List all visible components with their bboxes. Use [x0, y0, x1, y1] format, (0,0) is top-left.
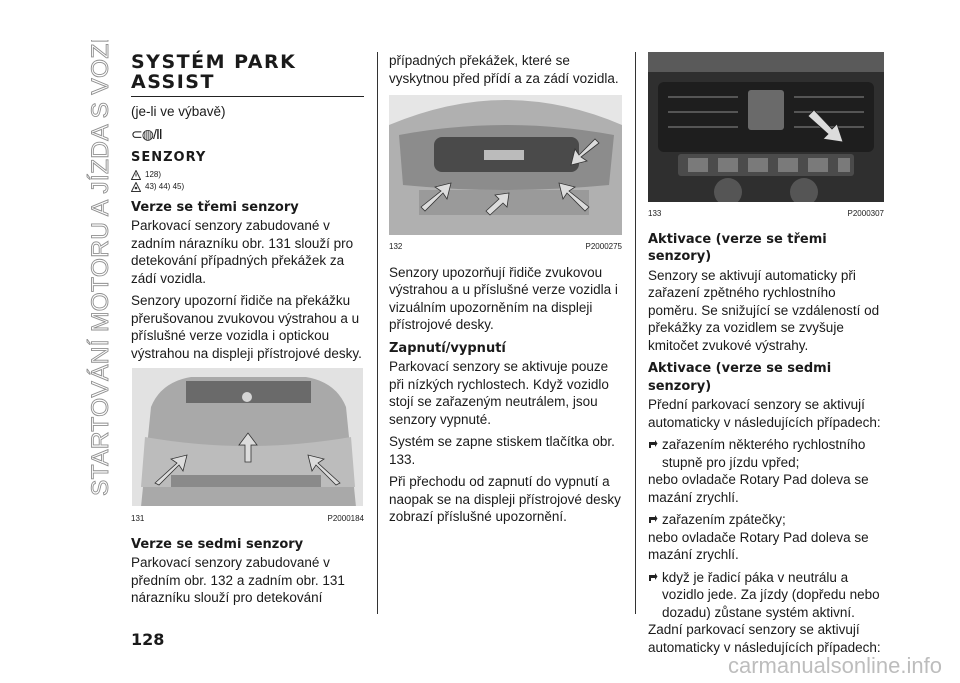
warning-triangle-icon	[131, 169, 141, 180]
heading-on-off: Zapnutí/vypnutí	[389, 340, 506, 356]
watermark: carmanualsonline.info	[727, 653, 942, 678]
column-2: případných překážek, které se vyskytnou …	[389, 52, 622, 531]
figure-caption: 133 P2000307	[648, 205, 884, 223]
page-number: 128	[131, 630, 165, 649]
car-sensor-icon: ⊂◍/Ⅱ	[131, 125, 163, 142]
side-chapter-title: STARTOVÁNÍ MOTORU A JÍZDA S VOZIDLEM	[80, 0, 116, 500]
heading-three-sensors: Verze se třemi senzory	[131, 199, 299, 215]
warning-ref-a: 128)	[131, 169, 364, 181]
figure-131-rear-bumper	[131, 367, 364, 507]
list-item-text: když je řadicí páka v neutrálu a vozidlo…	[662, 569, 880, 620]
section-title-line2: ASSIST	[131, 71, 215, 93]
figure-code: P2000307	[847, 209, 884, 218]
front-bumper-image	[389, 95, 622, 235]
paragraph: nebo ovladače Rotary Pad doleva se mazán…	[648, 472, 869, 505]
paragraph: Senzory se aktivují automaticky při zařa…	[648, 267, 880, 353]
figure-caption: 131 P2000184	[131, 510, 364, 528]
figure-caption: 132 P2000275	[389, 238, 622, 256]
paragraph: Senzory upozorní řidiče na překážku přer…	[131, 293, 362, 361]
paragraph: Při přechodu od zapnutí do vypnutí a nao…	[389, 474, 621, 524]
column-divider	[377, 52, 378, 614]
rear-bumper-image	[131, 367, 364, 507]
paragraph: Parkovací senzory zabudované v předním o…	[131, 555, 345, 605]
bullet-arrow-icon	[649, 515, 658, 523]
paragraph: Přední parkovací senzory se aktivují aut…	[648, 397, 881, 430]
paragraph: Zadní parkovací senzory se aktivují auto…	[648, 622, 881, 655]
bullet-arrow-icon	[649, 572, 658, 581]
heading-activation-three: Aktivace (verze se třemi senzory)	[648, 231, 827, 265]
figure-code: P2000275	[585, 242, 622, 251]
paragraph: Senzory upozorňují řidiče zvukovou výstr…	[389, 264, 618, 333]
figure-133-dashboard-button	[648, 52, 884, 202]
column-3: 133 P2000307 Aktivace (verze se třemi se…	[648, 52, 884, 661]
section-title-line1: SYSTÉM PARK	[131, 51, 297, 73]
sensors-heading: SENZORY	[131, 150, 207, 165]
list-item: když je řadicí páka v neutrálu a vozidlo…	[648, 569, 884, 622]
dashboard-image	[648, 52, 884, 202]
heading-activation-seven: Aktivace (verze se sedmi senzory)	[648, 361, 832, 394]
paragraph: případných překážek, které se vyskytnou …	[389, 53, 619, 86]
figure-number: 133	[648, 209, 662, 218]
paragraph: Systém se zapne stiskem tlačítka obr. 13…	[389, 434, 615, 467]
paragraph: nebo ovladače Rotary Pad doleva se mazán…	[648, 529, 869, 563]
side-title-text: STARTOVÁNÍ MOTORU A JÍZDA S VOZIDLEM	[87, 40, 114, 496]
caution-triangle-icon	[131, 181, 141, 192]
side-chapter-title-svg: STARTOVÁNÍ MOTORU A JÍZDA S VOZIDLEM	[87, 0, 115, 496]
column-1: SYSTÉM PARK ASSIST (je-li ve výbavě) ⊂◍/…	[131, 52, 364, 612]
warning-ref-a-text: 128)	[145, 169, 162, 179]
warning-ref-b-text: 43) 44) 45)	[145, 181, 185, 191]
column-divider	[635, 52, 636, 614]
list-item-text: zařazením zpátečky;	[662, 512, 786, 527]
paragraph: Parkovací senzory zabudované v zadním ná…	[131, 218, 354, 286]
paragraph: Parkovací senzory se aktivuje pouze při …	[389, 359, 609, 427]
figure-number: 131	[131, 514, 145, 523]
title-rule	[131, 96, 364, 97]
list-item: zařazením některého rychlostního stupně …	[648, 436, 884, 471]
list-item-text: zařazením některého rychlostního stupně …	[662, 437, 866, 470]
warning-ref-b: 43) 44) 45)	[131, 181, 364, 193]
availability-note: (je-li ve výbavě)	[131, 104, 226, 119]
figure-number: 132	[389, 242, 403, 251]
figure-132-front-bumper	[389, 95, 622, 235]
bullet-arrow-icon	[649, 440, 658, 448]
figure-code: P2000184	[327, 514, 364, 523]
list-item: zařazením zpátečky;	[648, 511, 884, 529]
heading-seven-sensors: Verze se sedmi senzory	[131, 536, 304, 552]
